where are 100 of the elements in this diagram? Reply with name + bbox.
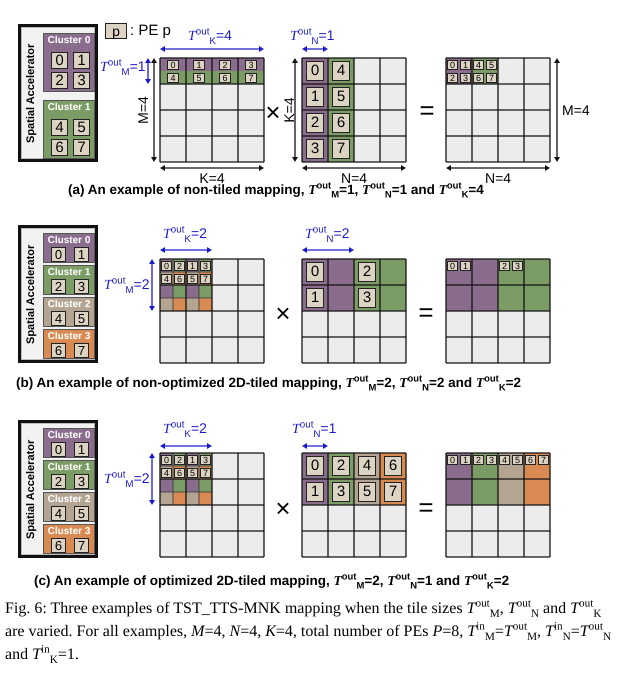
pe-tag: 5 [187,274,198,284]
pe-tag: 0 [447,454,458,464]
pe-tag: 1 [193,60,205,70]
cluster-label: Cluster 1 [46,461,92,474]
pe-tag: 4 [473,60,484,70]
pe-tag: 3 [74,474,89,489]
pe-tag: 6 [51,538,66,553]
pe-tag: 7 [538,454,549,464]
pe-tag: 5 [73,119,90,136]
pe-tag: 5 [512,454,523,464]
tile-size-label: T$^{out}$$_{M}$=1 [100,58,146,76]
pe-tag: 0 [161,260,172,270]
pe-tag: 2 [473,454,484,464]
pe-tag: 1 [187,260,198,270]
pe-tag: 3 [200,260,211,270]
pe-legend-tag: p [105,23,127,39]
pe-tag: 7 [384,482,402,502]
operator-symbol: = [418,492,434,522]
pe-tag: 6 [174,468,185,478]
pe-tag: 5 [74,311,89,326]
cluster-box [43,329,95,359]
cluster-label: Cluster 0 [46,429,92,442]
accelerator-box [18,420,98,558]
pe-tag: 3 [460,72,471,82]
pe-tag: 4 [167,72,179,82]
pe-tag: 2 [447,72,458,82]
pe-tag: 0 [51,442,66,457]
pe-tag: 0 [306,456,324,476]
pe-tag: 1 [74,442,89,457]
pe-tag: 1 [74,247,89,262]
cluster-box [43,265,95,295]
tile-size-label: T$^{out}$$_{K}$=2 [163,420,207,438]
pe-tag: 3 [74,279,89,294]
pe-tag: 7 [74,538,89,553]
pe-tag: 5 [486,60,497,70]
pe-tag: 5 [193,72,205,82]
operator-symbol: × [275,493,291,523]
cluster-label: Cluster 1 [46,101,92,114]
cluster-box [43,428,95,458]
pe-tag: 4 [161,468,172,478]
pe-tag: 0 [306,262,324,282]
tile-size-label: T$^{out}$$_{N}$=1 [292,420,336,438]
dimension-label: M=4 [562,102,590,118]
pe-tag: 7 [245,72,257,82]
pe-tag: 3 [200,454,211,464]
pe-tag: 3 [486,454,497,464]
pe-tag: 5 [332,87,350,107]
dimension-label: M=4 [135,96,151,124]
tile-size-label: T$^{out}$$_{M}$=2 [104,470,150,488]
operator-symbol: = [418,297,434,327]
pe-tag: 2 [51,279,66,294]
cluster-box [43,460,95,490]
pe-tag: 2 [174,260,185,270]
cluster-box [43,100,95,159]
pe-tag: 3 [73,72,90,89]
cluster-label: Cluster 0 [46,234,92,247]
pe-tag: 0 [167,60,179,70]
pe-tag: 1 [306,288,324,308]
pe-tag: 0 [161,454,172,464]
pe-tag: 4 [161,274,172,284]
cluster-box [43,492,95,522]
pe-tag: 2 [306,113,324,133]
cluster-box [43,524,95,554]
pe-tag: 6 [473,72,484,82]
pe-tag: 6 [219,72,231,82]
pe-tag: 2 [332,456,350,476]
pe-tag: 2 [174,454,185,464]
cluster-label: Cluster 0 [46,34,92,47]
tile-size-label: T$^{out}$$_{N}$=1 [290,27,334,45]
pe-tag: 7 [74,343,89,358]
pe-tag: 0 [51,52,68,69]
pe-tag: 7 [200,274,211,284]
cluster-label: Cluster 3 [46,525,92,538]
pe-tag: 1 [306,87,324,107]
legend-text: : PE p [130,22,171,39]
tile-size-label: T$^{out}$$_{M}$=2 [104,276,150,294]
tile-size-label: T$^{out}$$_{K}$=4 [188,27,232,45]
pe-tag: 0 [51,247,66,262]
cluster-box [43,233,95,263]
accelerator-label: Spatial Accelerator [24,438,38,541]
pe-tag: 5 [358,482,376,502]
dimension-label: N=4 [484,170,512,186]
accelerator-label: Spatial Accelerator [24,42,38,145]
pe-tag: 3 [512,260,523,270]
accelerator-box [18,24,98,162]
pe-tag: 1 [187,454,198,464]
pe-tag: 1 [460,260,471,270]
pe-tag: 4 [499,454,510,464]
pe-tag: 5 [74,506,89,521]
pe-tag: 4 [51,506,66,521]
tile-size-label: T$^{out}$$_{N}$=2 [305,225,350,243]
pe-tag: 7 [200,468,211,478]
dimension-label: K=4 [281,97,297,123]
pe-tag: 1 [73,52,90,69]
pe-tag: 2 [358,262,376,282]
pe-tag: 4 [51,311,66,326]
pe-tag: 7 [332,139,350,159]
subfigure-caption: (b) An example of non-optimized 2D-tiled mapping, T$^{out}$$_{M}$=2, T$^{out}$$_{N}$=2 and T$^{out}$$_{K}$=2 [16,375,522,391]
pe-tag: 3 [332,482,350,502]
pe-tag: 7 [486,72,497,82]
